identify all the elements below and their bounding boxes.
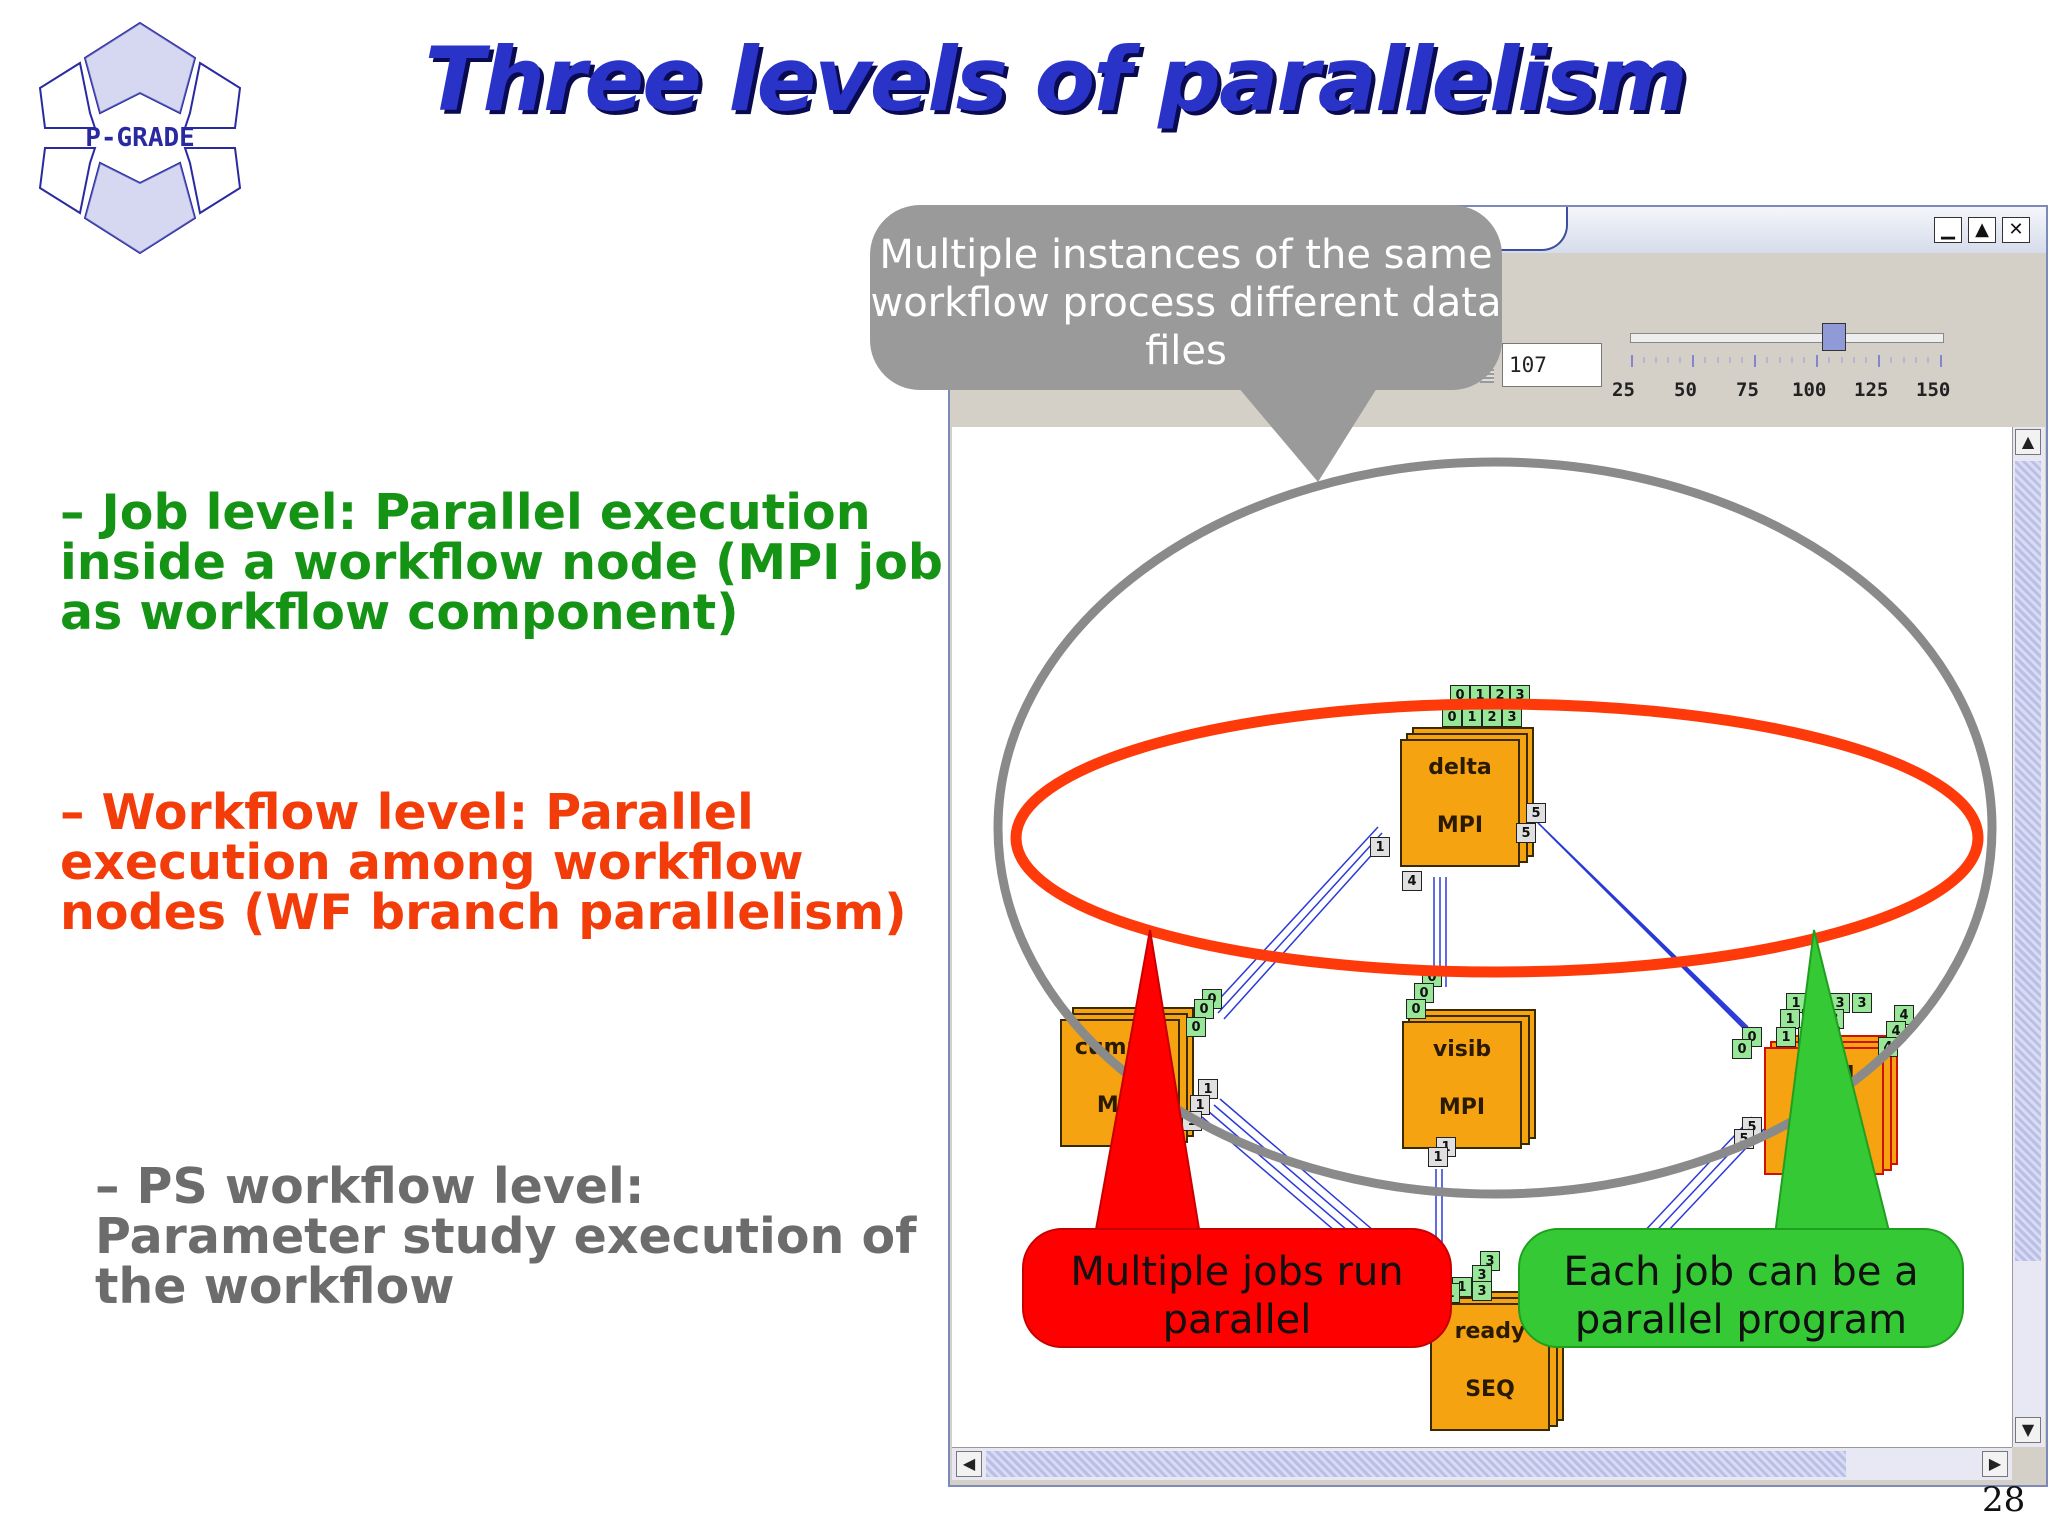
scroll-down-icon[interactable]: ▼ [2015,1417,2041,1443]
instances-callout: Multiple instances of the same workflow … [870,205,1502,390]
ps-level-ellipse [993,457,1997,1199]
port-satel-in[interactable]: 3 [1852,993,1872,1013]
zoom-tick-75: 75 [1736,379,1759,401]
jobs-callout-pointer [1093,929,1202,1236]
node-box: delta MPI [1400,739,1520,867]
horizontal-scrollbar[interactable]: ◀ ▶ [952,1447,2012,1480]
zoom-slider-track[interactable] [1630,333,1944,343]
port-delta-out[interactable]: 4 [1402,871,1422,891]
page-number: 28 [1982,1480,2026,1520]
port-cummu-in[interactable]: 0 [1186,1017,1206,1037]
node-type: MPI [1436,813,1484,838]
port-satel-in[interactable]: 0 [1732,1039,1752,1059]
workflow-node-delta[interactable]: delta MPI [1400,727,1534,867]
zoom-input[interactable]: 107 [1502,343,1602,387]
scroll-right-icon[interactable]: ▶ [1982,1451,2008,1477]
node-name: ready [1454,1319,1526,1344]
port-visib-in[interactable]: 0 [1406,999,1426,1019]
node-box: visib MPI [1402,1021,1522,1149]
port-satel-in[interactable]: 1 [1776,1027,1796,1047]
workflow-node-visib[interactable]: visib MPI [1402,1009,1536,1149]
zoom-slider-thumb[interactable] [1822,323,1846,351]
zoom-tick-25: 25 [1612,379,1635,401]
each-job-callout: Each job can be a parallel program [1518,1228,1964,1348]
port-ready-in[interactable]: 3 [1472,1281,1492,1301]
horizontal-scroll-thumb[interactable] [986,1451,1846,1477]
edge-delta-cummu-1 [1211,826,1379,1008]
vertical-scrollbar[interactable]: ▲ ▼ [2012,427,2045,1447]
bullet-job-level: – Job level: Parallel execution inside a… [60,484,943,641]
zoom-tick-100: 100 [1792,379,1827,401]
edge-delta-satel-4 [1549,834,1761,1046]
zoom-slider-ticks [1631,355,1942,367]
close-button[interactable]: ✕ [2002,217,2030,243]
node-name: visib [1432,1037,1492,1062]
zoom-tick-labels: 25 50 75 100 125 150 [1612,379,1972,405]
jobs-callout: Multiple jobs run parallel [1022,1228,1452,1348]
scroll-up-icon[interactable]: ▲ [2015,429,2041,455]
node-name: delta [1428,755,1492,780]
port-delta-out[interactable]: 5 [1516,823,1536,843]
node-type: MPI [1438,1095,1486,1120]
maximize-button[interactable]: ▲ [1968,217,1996,243]
port-delta-in[interactable]: 3 [1502,707,1522,727]
edge-delta-cummu-3 [1223,838,1387,1020]
port-delta-out[interactable]: 1 [1370,837,1390,857]
zoom-tick-125: 125 [1854,379,1889,401]
minimize-button[interactable]: ▁ [1934,217,1962,243]
edge-delta-cummu-2 [1217,832,1383,1014]
workflow-level-ellipse [1010,698,1984,978]
vertical-scroll-thumb[interactable] [2015,461,2041,1261]
bullet-ps-workflow-level: – PS workflow level: Parameter study exe… [95,1158,917,1315]
scroll-left-icon[interactable]: ◀ [956,1451,982,1477]
instances-callout-pointer [1232,380,1382,482]
bullet-workflow-level: – Workflow level: Parallel execution amo… [60,784,907,941]
each-job-callout-pointer [1773,929,1892,1236]
p-grade-logo: P-GRADE [30,18,250,258]
logo-text: P-GRADE [85,123,195,153]
port-visib-out[interactable]: 1 [1428,1147,1448,1167]
node-type: SEQ [1465,1377,1515,1402]
zoom-tick-50: 50 [1674,379,1697,401]
zoom-tick-150: 150 [1916,379,1951,401]
port-delta-out[interactable]: 5 [1526,803,1546,823]
slide-title: Three levels of parallelism [424,28,1687,131]
